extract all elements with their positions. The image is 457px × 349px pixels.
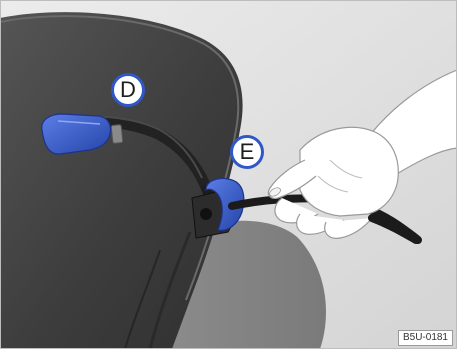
callout-d: D bbox=[111, 73, 145, 107]
release-pivot bbox=[200, 208, 212, 220]
strap-buckle bbox=[111, 125, 123, 144]
figure-reference-code: B5U-0181 bbox=[398, 330, 453, 346]
callout-e-label: E bbox=[240, 141, 255, 163]
callout-e: E bbox=[230, 135, 264, 169]
palm bbox=[300, 127, 398, 216]
callout-d-label: D bbox=[120, 79, 136, 101]
